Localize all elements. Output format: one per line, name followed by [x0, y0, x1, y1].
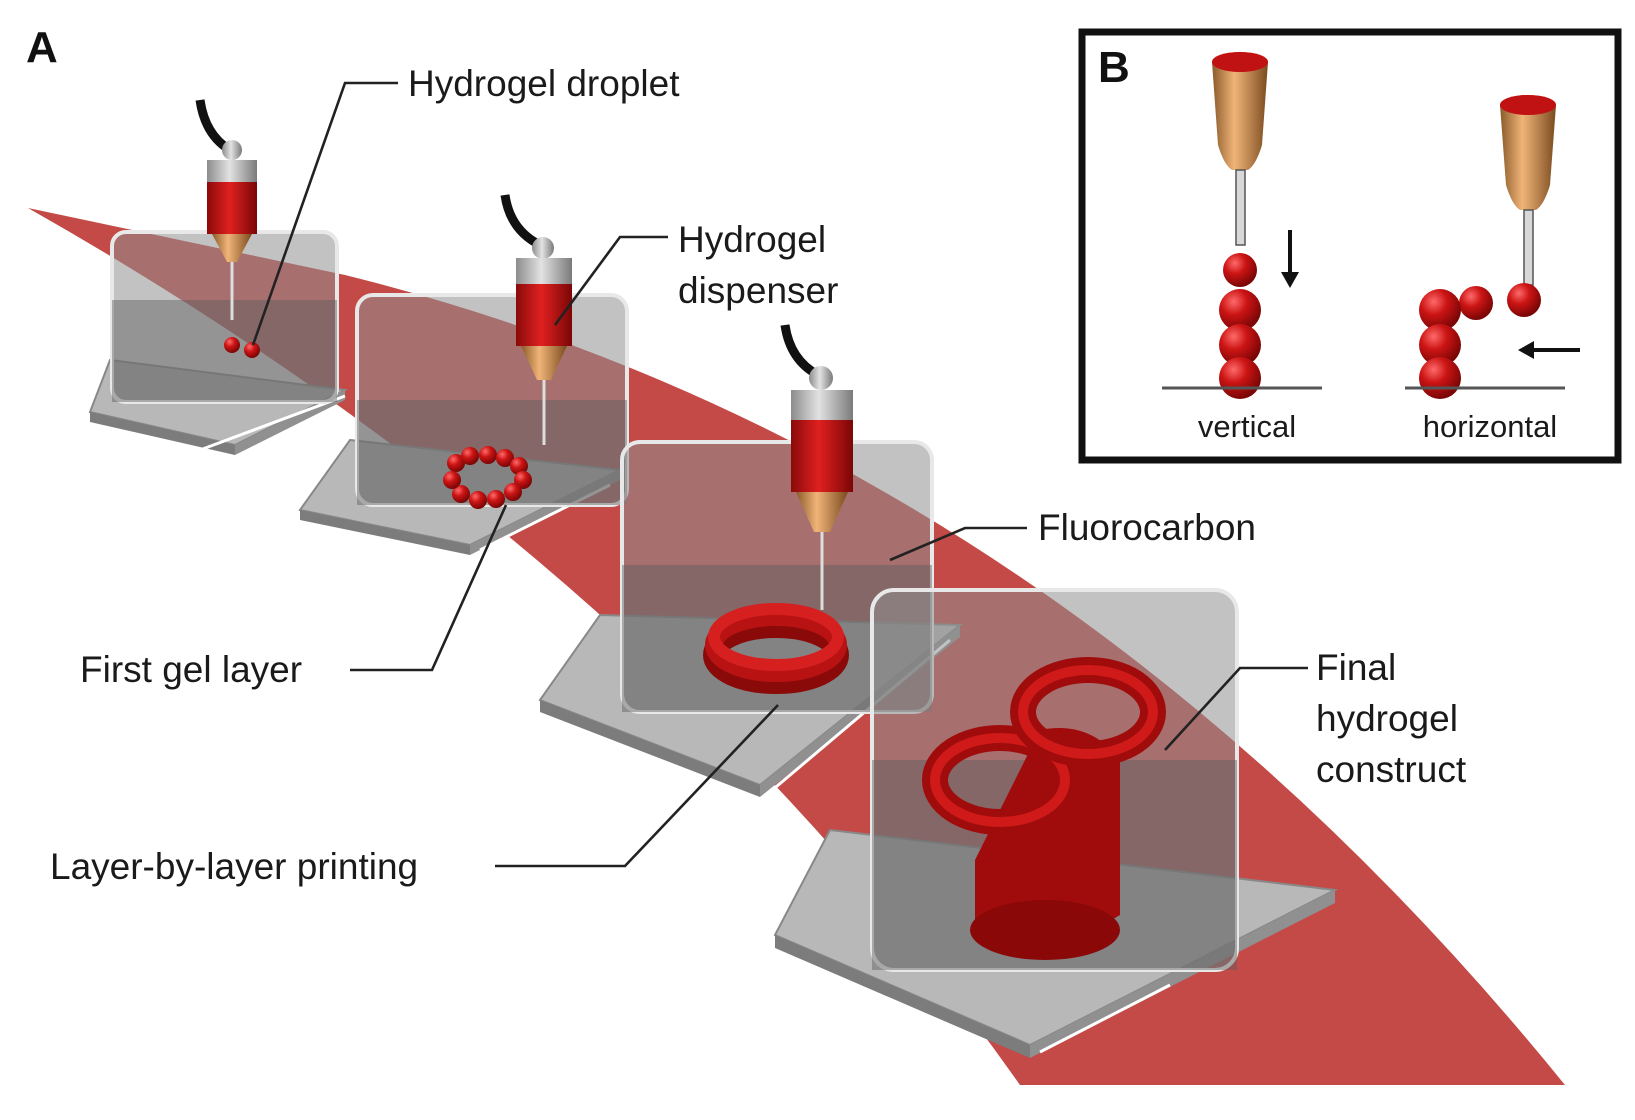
label-hydrogel-droplet: Hydrogel droplet: [408, 63, 680, 104]
torus-layers: [703, 603, 849, 694]
label-first-gel-layer: First gel layer: [80, 649, 302, 690]
label-horizontal: horizontal: [1423, 409, 1557, 444]
ring-droplets: [443, 446, 532, 509]
leader-layer-printing: [495, 704, 779, 868]
leader-droplet: [251, 81, 398, 346]
leader-dispenser: [553, 235, 668, 326]
label-final-line2: hydrogel: [1316, 698, 1458, 739]
station-2: [298, 194, 629, 555]
station-3: [538, 324, 963, 797]
vertical-printing: vertical: [1162, 52, 1322, 444]
label-vertical: vertical: [1198, 409, 1296, 444]
label-final-line3: construct: [1316, 749, 1467, 790]
leader-fluorocarbon: [889, 526, 1027, 562]
label-hydrogel-dispenser-line1: Hydrogel: [678, 219, 826, 260]
label-hydrogel-dispenser-line2: dispenser: [678, 270, 838, 311]
station-4: [773, 588, 1339, 1058]
panel-b: B vertical: [1078, 28, 1622, 464]
leader-final: [1164, 666, 1308, 751]
horizontal-printing: horizontal: [1405, 95, 1580, 444]
panel-b-letter: B: [1098, 43, 1130, 92]
leader-first-layer: [350, 504, 508, 672]
panel-a-letter: A: [26, 23, 58, 72]
final-construct: [922, 657, 1166, 960]
label-layer-by-layer: Layer-by-layer printing: [50, 846, 418, 887]
panel-a: A Hydrogel droplet Hydrogel dispenser Fl…: [26, 23, 1565, 1085]
station-1: [88, 99, 349, 455]
label-final-line1: Final: [1316, 647, 1396, 688]
label-fluorocarbon: Fluorocarbon: [1038, 507, 1256, 548]
